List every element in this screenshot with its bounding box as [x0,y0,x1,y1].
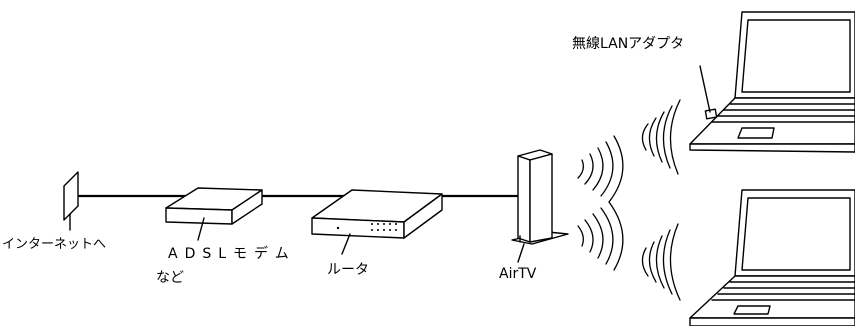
adsl-modem-label-sub: など [156,270,184,287]
wireless-waves-laptop-upper [642,100,680,174]
router-label: ルータ [327,262,369,279]
laptop-upper [690,12,855,152]
internet-label: インターネットへ [2,236,106,253]
airtv-label: AirTV [499,266,536,283]
airtv-device [512,150,568,262]
wireless-waves-airtv-lower [578,202,623,270]
wireless-waves-laptop-lower [642,224,680,300]
laptop-lower [690,190,855,326]
wireless-adapter-label: 無線LANアダプタ [572,36,684,53]
wireless-waves-airtv-upper [578,136,623,202]
router [312,190,442,254]
adsl-modem-label: ADSLモデム [168,246,296,263]
internet-wall-outlet [64,172,78,230]
